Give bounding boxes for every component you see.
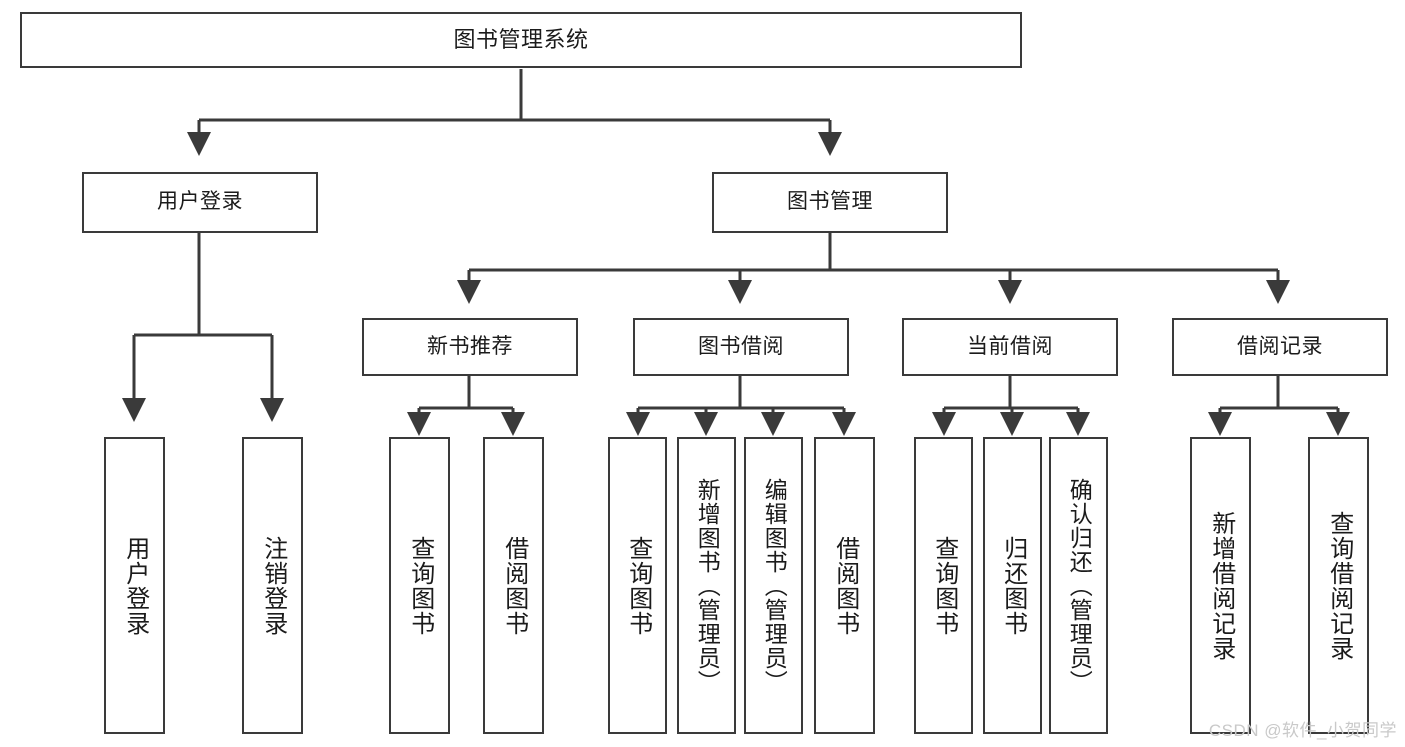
leaf-bookborrow-edit-book[interactable]: 编辑图书（管理员） — [744, 437, 803, 734]
node-current-borrow[interactable]: 当前借阅 — [902, 318, 1118, 376]
node-new-book-recommend-label: 新书推荐 — [427, 334, 513, 358]
leaf-logout-label: 注销登录 — [259, 535, 287, 636]
leaf-bookborrow-add-book[interactable]: 新增图书（管理员） — [677, 437, 736, 734]
node-borrow-record[interactable]: 借阅记录 — [1172, 318, 1388, 376]
leaf-currentborrow-query-book[interactable]: 查询图书 — [914, 437, 973, 734]
leaf-user-login-label: 用户登录 — [121, 535, 149, 636]
leaf-logout[interactable]: 注销登录 — [242, 437, 303, 734]
leaf-borrowrecord-add-record[interactable]: 新增借阅记录 — [1190, 437, 1251, 734]
leaf-bookborrow-query-book-label: 查询图书 — [624, 535, 652, 636]
leaf-newbook-query-book-label: 查询图书 — [406, 535, 434, 636]
node-user-login-label: 用户登录 — [157, 190, 243, 214]
leaf-currentborrow-return-book-label: 归还图书 — [999, 535, 1027, 636]
node-user-login[interactable]: 用户登录 — [82, 172, 318, 233]
leaf-bookborrow-borrow-book-label: 借阅图书 — [831, 535, 859, 636]
node-borrow-record-label: 借阅记录 — [1237, 334, 1323, 358]
leaf-user-login[interactable]: 用户登录 — [104, 437, 165, 734]
node-root[interactable]: 图书管理系统 — [20, 12, 1022, 68]
node-book-manage[interactable]: 图书管理 — [712, 172, 948, 233]
node-book-borrow[interactable]: 图书借阅 — [633, 318, 849, 376]
leaf-borrowrecord-query-record-label: 查询借阅记录 — [1325, 510, 1353, 661]
leaf-bookborrow-edit-book-label: 编辑图书（管理员） — [761, 477, 788, 694]
leaf-bookborrow-query-book[interactable]: 查询图书 — [608, 437, 667, 734]
node-book-manage-label: 图书管理 — [787, 190, 873, 214]
leaf-bookborrow-add-book-label: 新增图书（管理员） — [694, 477, 721, 694]
leaf-borrowrecord-add-record-label: 新增借阅记录 — [1207, 510, 1235, 661]
leaf-bookborrow-borrow-book[interactable]: 借阅图书 — [814, 437, 875, 734]
leaf-currentborrow-confirm-return-label: 确认归还（管理员） — [1066, 477, 1093, 694]
node-current-borrow-label: 当前借阅 — [967, 334, 1053, 358]
leaf-currentborrow-query-book-label: 查询图书 — [930, 535, 958, 636]
node-book-borrow-label: 图书借阅 — [698, 334, 784, 358]
leaf-newbook-borrow-book[interactable]: 借阅图书 — [483, 437, 544, 734]
node-new-book-recommend[interactable]: 新书推荐 — [362, 318, 578, 376]
leaf-currentborrow-confirm-return[interactable]: 确认归还（管理员） — [1049, 437, 1108, 734]
leaf-newbook-query-book[interactable]: 查询图书 — [389, 437, 450, 734]
leaf-newbook-borrow-book-label: 借阅图书 — [500, 535, 528, 636]
leaf-borrowrecord-query-record[interactable]: 查询借阅记录 — [1308, 437, 1369, 734]
leaf-currentborrow-return-book[interactable]: 归还图书 — [983, 437, 1042, 734]
node-root-label: 图书管理系统 — [453, 27, 589, 53]
